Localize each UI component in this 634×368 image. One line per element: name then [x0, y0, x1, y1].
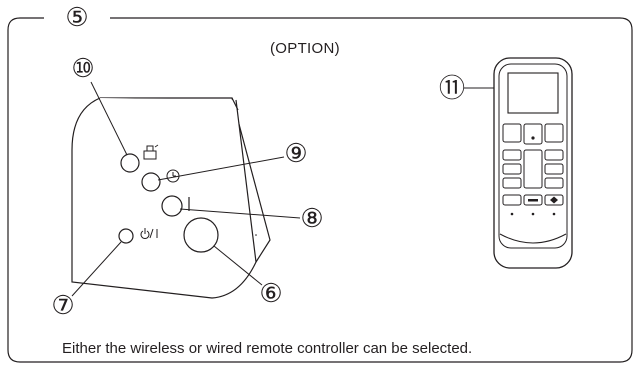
timer-button[interactable]	[141, 172, 161, 192]
remote-center-dot	[531, 136, 535, 140]
plus-icon	[550, 196, 558, 204]
power-button[interactable]	[118, 228, 134, 244]
outer-frame	[7, 17, 633, 363]
test-run-button[interactable]	[161, 195, 183, 217]
remote-button-right-3[interactable]	[544, 177, 564, 189]
power-on-off-icon	[140, 228, 158, 239]
signal-sender-icon	[143, 144, 159, 160]
panel-back-edge	[100, 97, 271, 263]
remote-button-top-left[interactable]	[502, 123, 522, 143]
remote-holder	[499, 233, 567, 244]
remote-button-top-center[interactable]	[523, 123, 543, 145]
remote-button-left-3[interactable]	[502, 177, 522, 189]
minus-icon	[528, 199, 538, 202]
leader-10	[90, 81, 128, 156]
callout-11: ⑪	[439, 73, 465, 103]
callout-7: ⑦	[51, 290, 74, 320]
wired-remote-controller	[71, 97, 271, 299]
remote-indicator-dot-center	[531, 212, 535, 216]
remote-button-left-2[interactable]	[502, 163, 522, 175]
remote-indicator-dot-right	[552, 212, 556, 216]
leader-9	[157, 156, 285, 181]
wireless-remote-controller	[493, 57, 573, 269]
section-number: ⑤	[65, 2, 88, 32]
signal-button[interactable]	[120, 153, 140, 173]
callout-10: ⑩	[71, 53, 94, 83]
option-label: (OPTION)	[270, 40, 340, 57]
sensor-dot	[255, 234, 257, 236]
callout-9: ⑨	[284, 138, 307, 168]
remote-button-center-long[interactable]	[523, 149, 543, 189]
panel-front-face	[71, 97, 257, 299]
leader-6	[213, 245, 263, 286]
callout-8: ⑧	[300, 203, 323, 233]
panel-depth-line	[231, 97, 239, 111]
remote-display	[507, 72, 559, 114]
remote-indicator-dot-left	[510, 212, 514, 216]
callout-6: ⑥	[259, 278, 282, 308]
remote-inner-body	[498, 63, 568, 249]
large-button[interactable]	[183, 217, 219, 253]
leader-8	[179, 208, 301, 219]
leader-7	[71, 241, 122, 297]
remote-button-right-2[interactable]	[544, 163, 564, 175]
remote-button-bottom-left[interactable]	[502, 194, 522, 206]
remote-button-top-right[interactable]	[544, 123, 564, 143]
remote-button-right-1[interactable]	[544, 149, 564, 161]
caption-text: Either the wireless or wired remote cont…	[62, 340, 473, 357]
remote-button-left-1[interactable]	[502, 149, 522, 161]
